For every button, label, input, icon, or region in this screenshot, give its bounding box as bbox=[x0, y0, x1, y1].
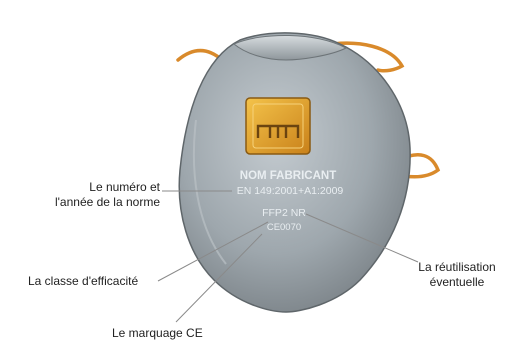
callout-standard-number: Le numéro et l'année de la norme bbox=[40, 180, 160, 210]
mask-body bbox=[178, 32, 411, 313]
mask-manufacturer-text: NOM FABRICANT bbox=[240, 170, 336, 182]
leader-ce bbox=[175, 233, 263, 323]
strap-top-left bbox=[176, 48, 224, 62]
callout-reuse-line1: La réutilisation bbox=[418, 260, 496, 274]
strap-top-right bbox=[318, 41, 405, 73]
mask-rim bbox=[233, 34, 348, 61]
callout-efficiency-class: La classe d'efficacité bbox=[28, 274, 139, 288]
leader-reuse bbox=[305, 213, 419, 263]
callout-standard-line2: l'année de la norme bbox=[54, 195, 160, 209]
leader-lines bbox=[157, 190, 419, 323]
mask-ce-text: CE0070 bbox=[267, 222, 301, 233]
callout-standard-line1: Le numéro et bbox=[89, 180, 160, 194]
mask-class-text: FFP2 NR bbox=[262, 207, 306, 219]
callout-reuse: La réutilisation éventuelle bbox=[412, 260, 502, 290]
exhalation-valve bbox=[245, 97, 311, 155]
strap-lower-right bbox=[396, 153, 441, 179]
leader-class bbox=[157, 221, 269, 282]
callout-reuse-line2: éventuelle bbox=[429, 275, 485, 289]
mask-standard-text: EN 149:2001+A1:2009 bbox=[237, 185, 344, 197]
valve-grille-icon bbox=[256, 124, 300, 138]
callout-ce-marking: Le marquage CE bbox=[112, 326, 203, 340]
